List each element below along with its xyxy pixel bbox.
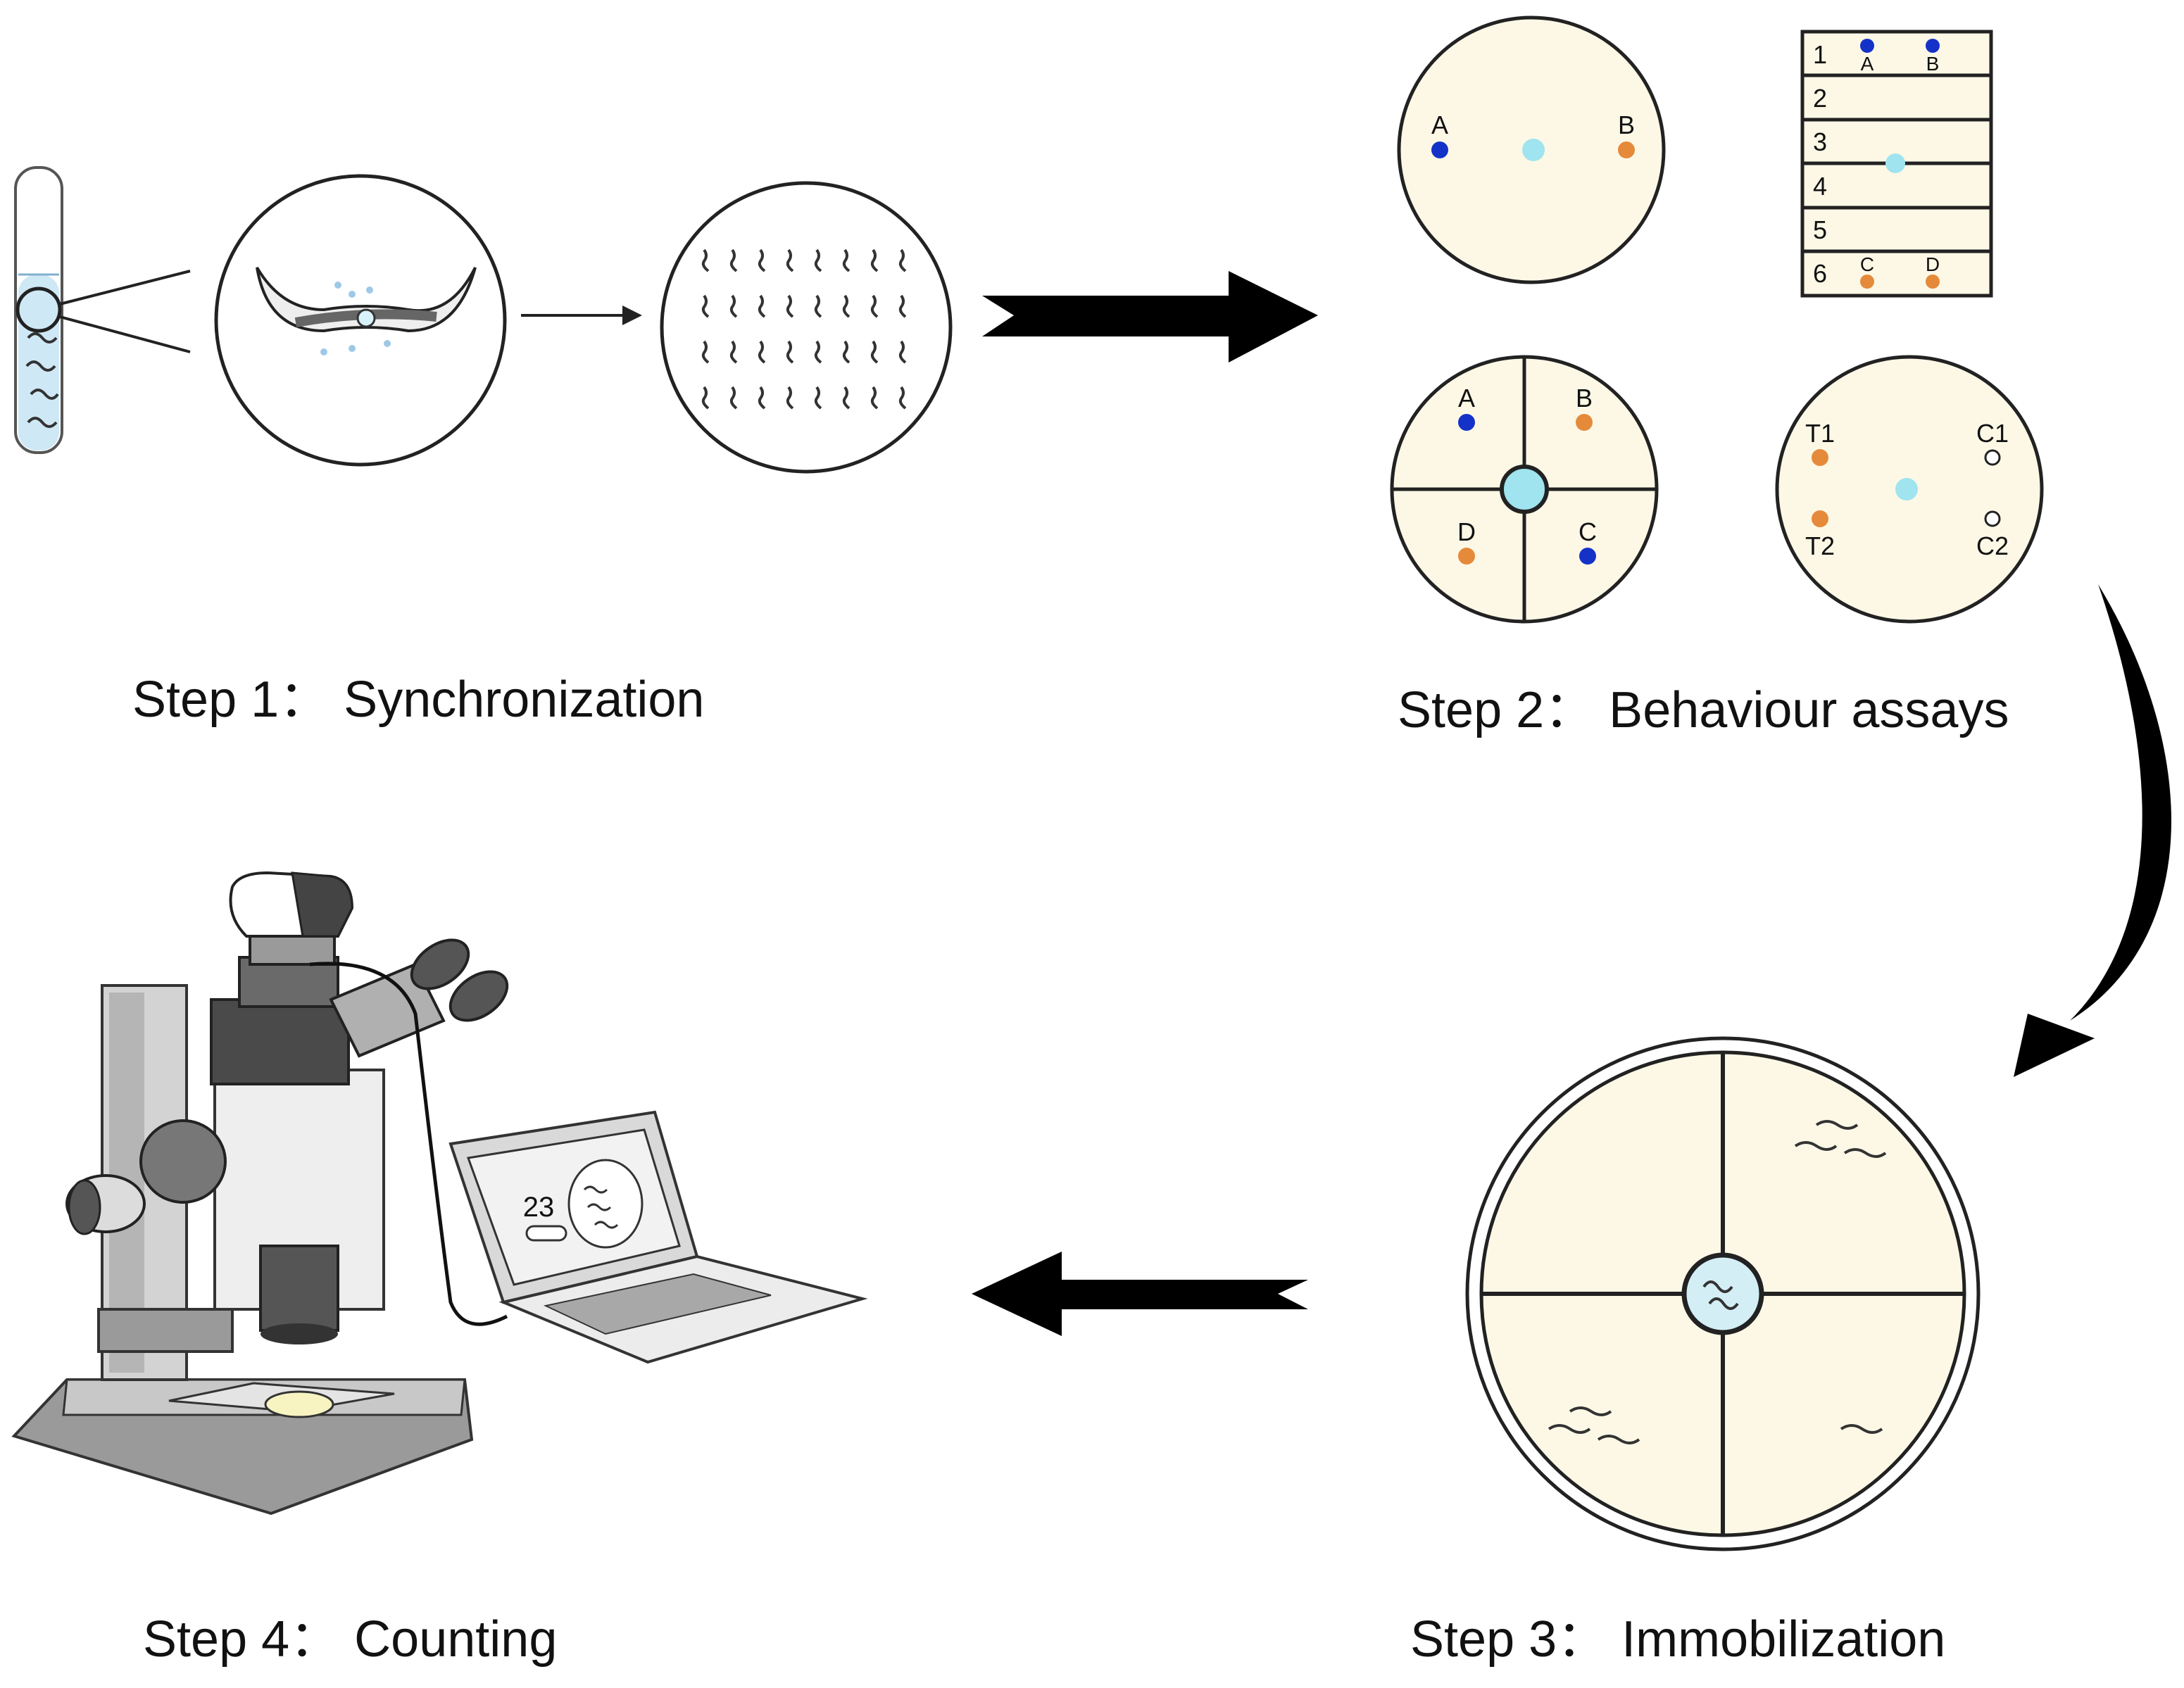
- step2-illustration: A B 1 2 3 4 5 6 A B C D: [1390, 15, 2044, 624]
- adult-worm-circle: [214, 174, 507, 467]
- quadrant-label-d: D: [1457, 517, 1476, 546]
- test-tube-icon: [14, 166, 63, 454]
- test-label-t2: T2: [1805, 531, 1835, 560]
- quadrant-label-c: C: [1579, 517, 1597, 546]
- l1-worm: [786, 386, 794, 410]
- lane-label-6: 6: [1813, 259, 1827, 288]
- l1-worm: [842, 386, 851, 410]
- l1-worm: [870, 386, 879, 410]
- step2-label: Step 2： Behaviour assays: [1398, 682, 2009, 738]
- test-control-plate: T1 T2 C1 C2: [1775, 355, 2044, 624]
- l1-worm: [898, 340, 907, 364]
- lane-label-5: 5: [1813, 215, 1827, 244]
- step3-illustration: [1465, 1036, 1981, 1551]
- l1-worm: [729, 294, 738, 318]
- step3-label: Step 3： Immobilization: [1410, 1611, 1946, 1668]
- l1-worm: [758, 248, 766, 272]
- l1-worm: [786, 248, 794, 272]
- lane-spot-d: D: [1926, 253, 1940, 275]
- l1-worm: [898, 248, 907, 272]
- step2-to-step3-arrow: [2014, 584, 2172, 1077]
- l1-worm: [898, 386, 907, 410]
- spot-label-a: A: [1431, 111, 1448, 139]
- l1-worm: [701, 248, 710, 272]
- l1-worm: [758, 386, 766, 410]
- six-lane-plate: 1 2 3 4 5 6 A B C D: [1800, 30, 1993, 298]
- step4-label: Step 4： Counting: [143, 1611, 558, 1668]
- l1-worm: [729, 248, 738, 272]
- l1-worm: [729, 386, 738, 410]
- step1-label: Step 1： Synchronization: [132, 672, 705, 728]
- l1-worm: [814, 340, 822, 364]
- lane-spot-a: A: [1861, 53, 1874, 75]
- lane-label-4: 4: [1813, 172, 1827, 201]
- quadrant-label-a: A: [1458, 384, 1475, 412]
- l1-worm: [814, 248, 822, 272]
- step1-to-step2-arrow: [982, 271, 1318, 363]
- l1-worm: [898, 294, 907, 318]
- spot-label-b: B: [1618, 111, 1635, 139]
- microscope-icon: [11, 871, 509, 1516]
- step4-illustration: 23: [11, 871, 868, 1516]
- l1-worm: [842, 294, 851, 318]
- step3-to-step4-arrow: [972, 1252, 1308, 1336]
- l1-worm: [701, 386, 710, 410]
- l1-worm: [701, 294, 710, 318]
- l1-worm: [814, 386, 822, 410]
- thin-arrow-icon: [521, 306, 642, 325]
- lane-label-1: 1: [1813, 40, 1827, 69]
- four-quadrant-plate: A B D C: [1390, 355, 1659, 624]
- control-label-c2: C2: [1976, 531, 2009, 560]
- l1-worm: [758, 294, 766, 318]
- l1-worm: [870, 248, 879, 272]
- lane-spot-c: C: [1860, 253, 1874, 275]
- l1-worm: [814, 294, 822, 318]
- two-point-plate: A B: [1397, 15, 1666, 284]
- l1-worm: [758, 340, 766, 364]
- laptop-count: 23: [523, 1192, 555, 1223]
- l1-worm: [729, 340, 738, 364]
- l1-worm: [870, 340, 879, 364]
- l1-worm: [870, 294, 879, 318]
- control-label-c1: C1: [1976, 419, 2009, 448]
- laptop-icon: 23: [448, 1110, 868, 1364]
- synchronized-worms-circle: [660, 181, 953, 474]
- lane-spot-b: B: [1926, 53, 1940, 75]
- test-label-t1: T1: [1805, 419, 1835, 448]
- l1-worm: [786, 340, 794, 364]
- l1-worm: [786, 294, 794, 318]
- l1-worm: [701, 340, 710, 364]
- step1-illustration: [14, 166, 953, 474]
- quadrant-label-b: B: [1576, 384, 1593, 412]
- lane-label-2: 2: [1813, 84, 1827, 113]
- lane-label-3: 3: [1813, 127, 1827, 156]
- l1-worm: [842, 248, 851, 272]
- l1-worm: [842, 340, 851, 364]
